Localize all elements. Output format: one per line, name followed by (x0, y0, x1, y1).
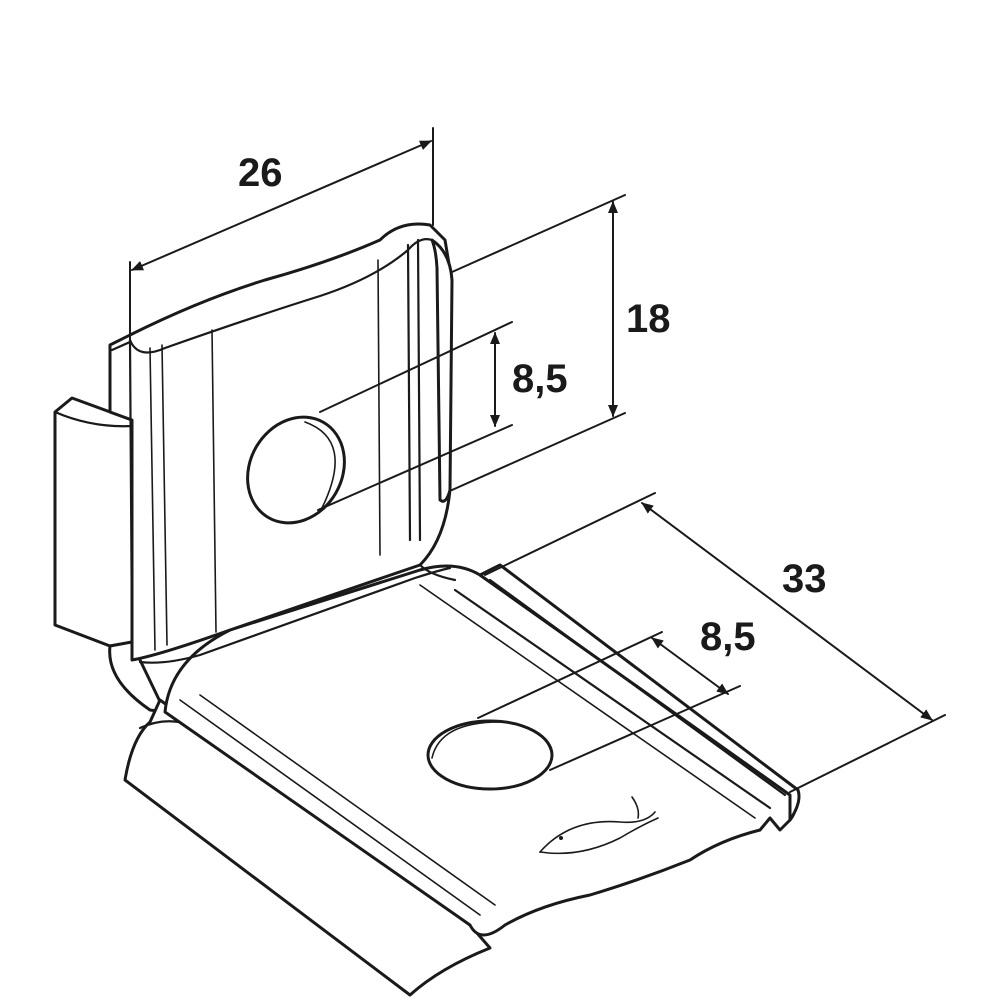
dimension-height: 18 (451, 194, 671, 491)
fish-logo-icon (539, 796, 659, 855)
dimension-width-label: 26 (238, 151, 283, 195)
upper-hole (246, 415, 346, 525)
dimension-lower-hole: 8,5 (477, 615, 756, 771)
bracket-part (53, 222, 801, 997)
dimension-depth-label: 33 (782, 557, 827, 601)
tab-fold (108, 640, 167, 714)
dimension-lower-hole-label: 8,5 (700, 615, 756, 659)
dimension-depth: 33 (484, 492, 946, 793)
left-side-tab (53, 396, 134, 648)
dimension-upper-hole-label: 8,5 (512, 357, 568, 401)
lower-hole (426, 719, 554, 791)
dimension-upper-hole: 8,5 (317, 321, 568, 511)
dimension-height-label: 18 (626, 297, 671, 341)
dimension-width: 26 (129, 127, 434, 346)
base-front-lip (123, 698, 492, 997)
